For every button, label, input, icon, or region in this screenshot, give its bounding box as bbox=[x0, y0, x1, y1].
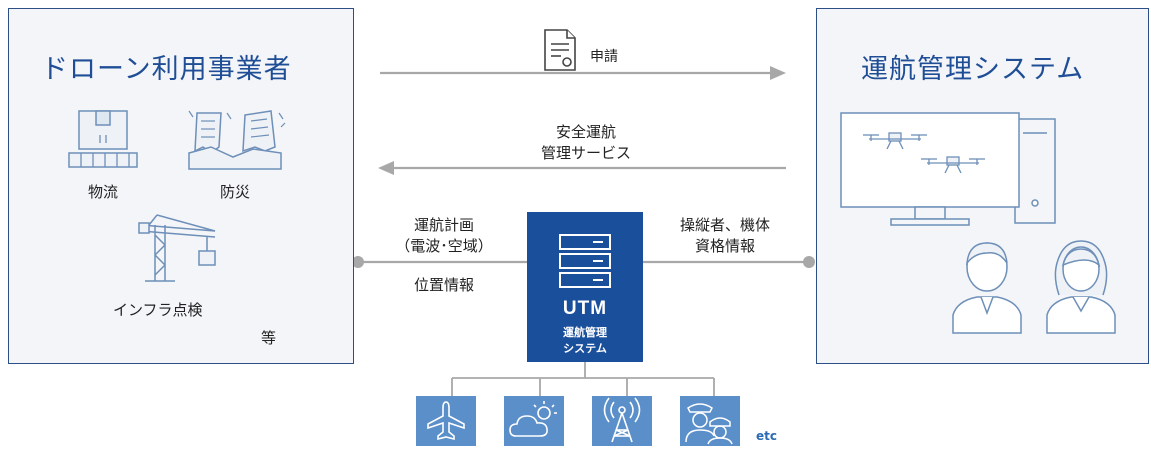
safety-service-label-line1: 安全運航 bbox=[555, 123, 616, 141]
traffic-management-title: 運航管理システム bbox=[861, 54, 1085, 85]
utm-title: UTM bbox=[562, 298, 608, 319]
use-logistics-label: 物流 bbox=[87, 183, 118, 201]
safety-service-label-line2: 管理サービス bbox=[540, 144, 631, 162]
operator-info-label-line2: 資格情報 bbox=[694, 237, 755, 255]
operator-info-label-line1: 操縦者、機体 bbox=[679, 216, 770, 234]
utm-tree-lines bbox=[451, 362, 715, 396]
airplane-tile bbox=[416, 396, 476, 446]
police-fire-tile bbox=[680, 396, 740, 446]
flight-plan-label-line2: （電波･空域） bbox=[395, 237, 493, 255]
position-info-label: 位置情報 bbox=[413, 276, 474, 294]
operators-icon bbox=[952, 240, 1116, 334]
utm-left-connector bbox=[352, 256, 527, 268]
use-etc-label: 等 bbox=[261, 329, 277, 347]
drone-operator-title: ドローン利用事業者 bbox=[41, 54, 292, 85]
safety-service-arrow bbox=[378, 161, 786, 175]
weather-icon bbox=[509, 401, 557, 437]
cargo-box-icon bbox=[68, 110, 138, 168]
traffic-management-panel: 運航管理システム bbox=[816, 8, 1149, 364]
application-label: 申請 bbox=[590, 49, 618, 65]
use-disaster-prevention-label: 防災 bbox=[219, 183, 250, 201]
radio-tower-tile bbox=[592, 396, 652, 446]
airplane-icon bbox=[427, 401, 465, 441]
utm-subtitle-line2: システム bbox=[563, 342, 607, 355]
utm-system-box: UTM 運航管理 システム bbox=[527, 212, 643, 362]
application-arrow bbox=[380, 66, 786, 80]
utm-subtitle-line1: 運航管理 bbox=[563, 326, 607, 339]
collapsed-building-icon bbox=[188, 110, 286, 170]
server-icon bbox=[559, 234, 611, 288]
police-fire-icon bbox=[685, 403, 733, 445]
etc-label: etc bbox=[756, 429, 777, 443]
computer-monitor-icon bbox=[840, 112, 1056, 226]
document-icon bbox=[544, 29, 576, 71]
drone-1-icon bbox=[863, 132, 927, 150]
flight-plan-label-line1: 運航計画 bbox=[413, 216, 474, 234]
crane-icon bbox=[138, 214, 216, 282]
utm-right-connector bbox=[643, 256, 815, 268]
drone-2-icon bbox=[921, 156, 985, 174]
radio-tower-icon bbox=[603, 397, 641, 443]
use-infrastructure-label: インフラ点検 bbox=[113, 301, 203, 319]
weather-tile bbox=[504, 396, 564, 446]
drone-operator-panel: ドローン利用事業者 物流 防災 bbox=[8, 8, 354, 364]
